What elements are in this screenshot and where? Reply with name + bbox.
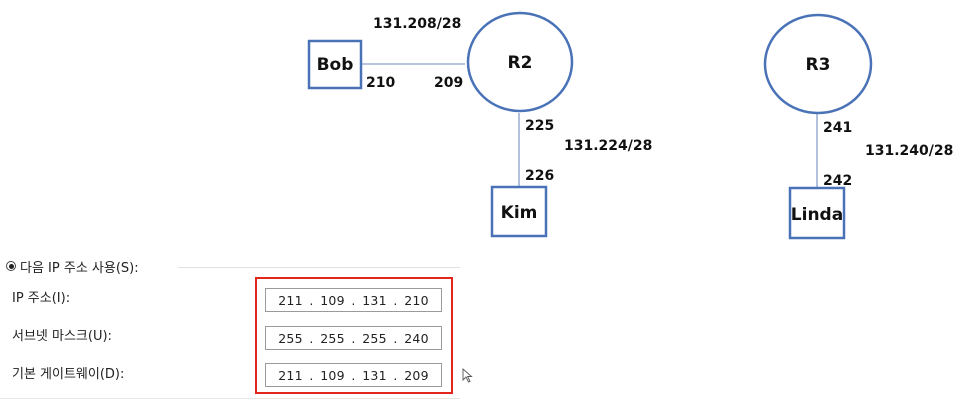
ip-settings-panel: 다음 IP 주소 사용(S): IP 주소(I): 서브넷 마스크(U): 기본… <box>0 250 967 401</box>
host-linda-shape <box>788 186 846 240</box>
host-kim-label: Kim <box>501 203 538 223</box>
address-label-linda: 242 <box>823 173 852 189</box>
network-label-r2-kim: 131.224/28 <box>564 138 652 154</box>
subnet-mask-label: 서브넷 마스크(U): <box>12 329 112 344</box>
router-r3-label: R3 <box>806 55 831 75</box>
router-r2-shape <box>466 11 574 113</box>
host-bob-label: Bob <box>317 55 354 75</box>
address-label-bob: 210 <box>366 75 395 91</box>
ip-address-field[interactable]: 211. 109. 131. 210 <box>265 288 442 312</box>
use-following-ip-label: 다음 IP 주소 사용(S): <box>20 260 139 276</box>
host-kim-shape <box>490 185 548 238</box>
subnet-mask-octet-4[interactable]: 240 <box>404 330 429 346</box>
router-r2[interactable]: R2 <box>466 11 574 113</box>
default-gateway-field[interactable]: 211. 109. 131. 209 <box>265 363 442 387</box>
host-kim[interactable]: Kim <box>490 185 548 238</box>
network-label-r3-linda: 131.240/28 <box>865 143 953 159</box>
mouse-cursor-icon <box>462 368 473 383</box>
router-r2-label: R2 <box>508 53 533 73</box>
ip-address-octet-2[interactable]: 109 <box>320 292 345 308</box>
host-linda[interactable]: Linda <box>788 186 846 240</box>
section-divider <box>178 267 460 268</box>
network-diagram: R2 R3 Bob Kim Linda 131.208/28 210 209 2… <box>307 11 953 240</box>
address-label-kim: 226 <box>525 168 554 184</box>
address-label-r2-west: 209 <box>434 75 463 91</box>
radio-selected-icon[interactable] <box>6 261 16 271</box>
ip-address-octet-4[interactable]: 210 <box>404 292 429 308</box>
ip-address-octet-3[interactable]: 131 <box>362 292 387 308</box>
default-gateway-octet-1[interactable]: 211 <box>278 367 303 383</box>
ip-address-label: IP 주소(I): <box>12 291 71 306</box>
host-bob-shape <box>307 39 363 90</box>
host-bob[interactable]: Bob <box>307 39 363 90</box>
subnet-mask-octet-1[interactable]: 255 <box>278 330 303 346</box>
router-r3-shape <box>763 13 873 115</box>
subnet-mask-octet-2[interactable]: 255 <box>320 330 345 346</box>
default-gateway-octet-2[interactable]: 109 <box>320 367 345 383</box>
address-label-r3-south: 241 <box>823 120 852 136</box>
default-gateway-label: 기본 게이트웨이(D): <box>12 367 125 382</box>
highlight-box <box>255 277 453 394</box>
bottom-divider <box>0 398 460 399</box>
network-label-bob-r2: 131.208/28 <box>373 16 461 32</box>
ip-address-octet-1[interactable]: 211 <box>278 292 303 308</box>
use-following-ip-radio[interactable]: 다음 IP 주소 사용(S): <box>6 256 139 276</box>
default-gateway-octet-4[interactable]: 209 <box>404 367 429 383</box>
subnet-mask-field[interactable]: 255. 255. 255. 240 <box>265 326 442 350</box>
subnet-mask-octet-3[interactable]: 255 <box>362 330 387 346</box>
default-gateway-octet-3[interactable]: 131 <box>362 367 387 383</box>
host-linda-label: Linda <box>791 205 843 225</box>
address-label-r2-south: 225 <box>525 118 554 134</box>
router-r3[interactable]: R3 <box>763 13 873 115</box>
